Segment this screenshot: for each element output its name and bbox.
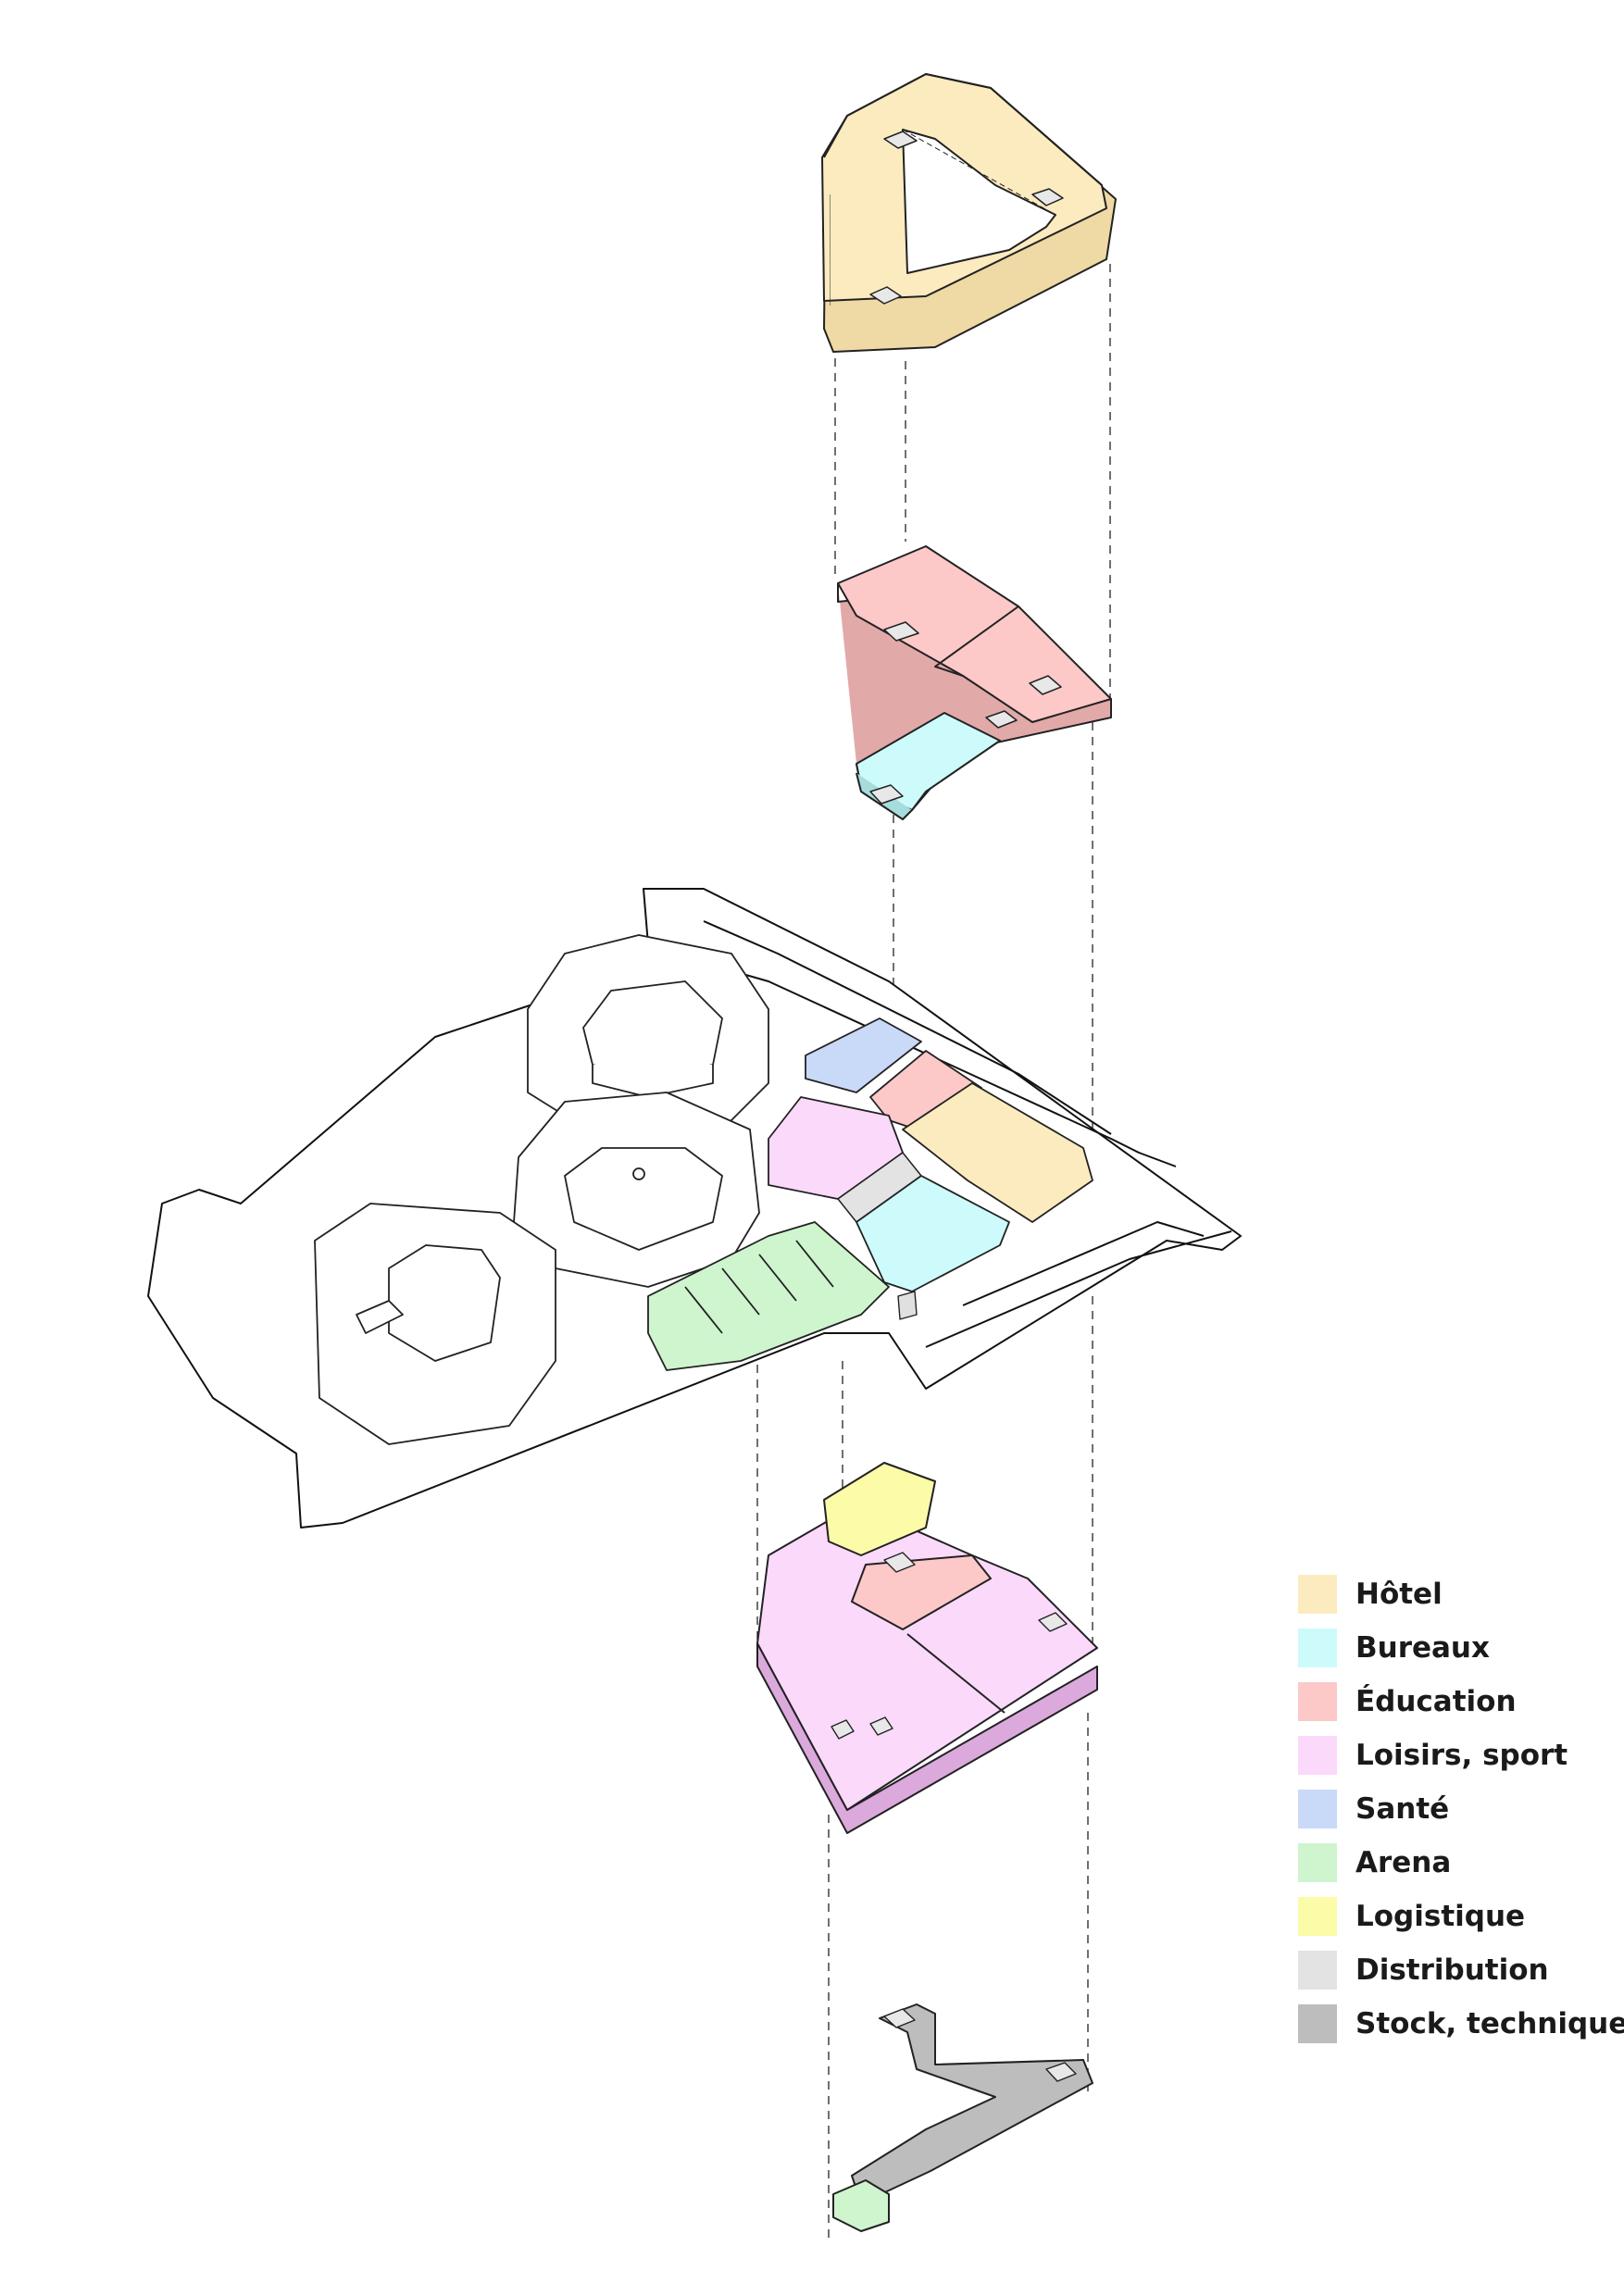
legend-item-distribution: Distribution	[1298, 1943, 1624, 1997]
site-plan-layer	[147, 888, 1242, 1529]
legend-swatch-distribution	[1298, 1951, 1337, 1990]
legend-label-arena: Arena	[1355, 1846, 1452, 1879]
legend-label-stock: Stock, technique	[1355, 2007, 1624, 2040]
legend-item-arena: Arena	[1298, 1836, 1624, 1890]
legend-item-hotel: Hôtel	[1298, 1567, 1624, 1621]
hotel-block	[902, 1082, 1093, 1223]
building-west	[314, 1203, 556, 1445]
lower-floor-layer	[756, 1462, 1098, 1834]
legend-label-loisirs: Loisirs, sport	[1355, 1739, 1568, 1772]
hotel-roof-boxes	[869, 131, 1064, 305]
legend-item-stock: Stock, technique	[1298, 1997, 1624, 2051]
legend-item-bureaux: Bureaux	[1298, 1621, 1624, 1675]
basement-layer	[832, 2003, 1093, 2232]
legend-swatch-education	[1298, 1682, 1337, 1721]
education-bureaux-floor-layer	[837, 545, 1112, 820]
sante-block	[805, 1017, 922, 1093]
legend-label-bureaux: Bureaux	[1355, 1631, 1490, 1665]
legend-swatch-hotel	[1298, 1575, 1337, 1614]
legend-label-logistique: Logistique	[1355, 1900, 1526, 1933]
building-north	[527, 934, 769, 1140]
arena-block	[647, 1221, 890, 1371]
legend-item-logistique: Logistique	[1298, 1890, 1624, 1943]
legend-label-sante: Santé	[1355, 1792, 1450, 1826]
legend-label-hotel: Hôtel	[1355, 1578, 1443, 1611]
legend-item-loisirs: Loisirs, sport	[1298, 1728, 1624, 1782]
legend-swatch-loisirs	[1298, 1736, 1337, 1775]
hotel-floor-layer	[821, 73, 1117, 353]
legend-swatch-arena	[1298, 1843, 1337, 1882]
legend-swatch-sante	[1298, 1790, 1337, 1828]
legend-swatch-logistique	[1298, 1897, 1337, 1936]
legend-swatch-stock	[1298, 2004, 1337, 2043]
legend-item-education: Éducation	[1298, 1675, 1624, 1728]
legend-label-distribution: Distribution	[1355, 1953, 1549, 1987]
legend-label-education: Éducation	[1355, 1685, 1517, 1718]
legend-item-sante: Santé	[1298, 1782, 1624, 1836]
building-center	[513, 1092, 760, 1288]
legend-swatch-bureaux	[1298, 1628, 1337, 1667]
